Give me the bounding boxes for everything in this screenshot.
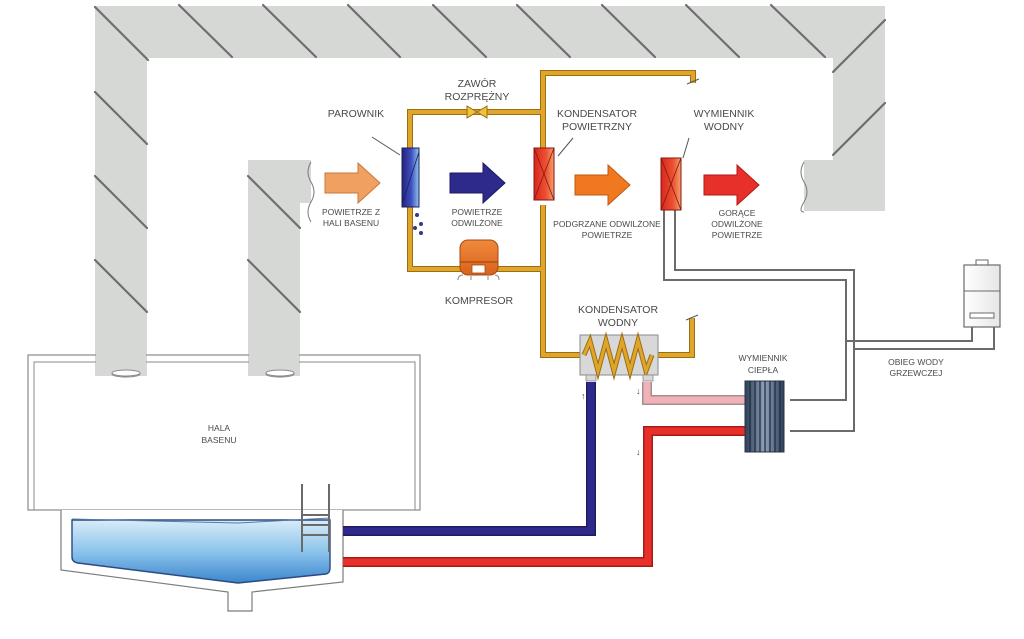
- evaporator-diagonal: [401, 151, 420, 205]
- pool-basin: [60, 484, 344, 612]
- heating-loop-label-line2: GRZEWCZEJ: [890, 368, 943, 378]
- duct-into-hall: [96, 340, 146, 372]
- hot-water-pipe: [343, 427, 748, 566]
- intake-air-label-line2: HALI BASENU: [323, 218, 379, 228]
- condenser-cross: [533, 147, 555, 201]
- water-exchanger-label-line1: WYMIENNIK: [694, 108, 755, 120]
- water-condenser-label-line2: WODNY: [598, 317, 638, 329]
- arrow-hot-air: [703, 163, 760, 207]
- duct-opening: [111, 369, 141, 377]
- heating-water-loop: OBIEG WODY GRZEWCZEJ: [663, 210, 1001, 432]
- top-duct: [95, 6, 885, 58]
- warmed-air-label-line2: POWIETRZE: [582, 230, 633, 240]
- air-condenser: [533, 137, 574, 201]
- arrow-dehumidified-air: [449, 161, 506, 205]
- hall-label-line1: HALA: [208, 423, 231, 433]
- dehumidified-air-label-line1: POWIETRZE: [452, 207, 503, 217]
- flow-up-arrow: ↑: [581, 391, 586, 401]
- dehumidified-air-label-line2: ODWILŻONE: [451, 218, 503, 228]
- heat-exchanger-label-line1: WYMIENNIK: [738, 353, 787, 363]
- water-air-exchanger: [660, 137, 690, 211]
- heating-pipe: [674, 210, 855, 432]
- expansion-valve-label-line1: ZAWÓR: [458, 77, 497, 90]
- evaporator: [371, 136, 423, 235]
- duct-opening: [265, 369, 295, 377]
- cold-water-pipe: [343, 382, 595, 535]
- duct-hatching: [93, 3, 887, 314]
- warm-water-pipe: [643, 382, 748, 404]
- pool-ladder-icon: [301, 484, 330, 552]
- condenser-coil: [582, 335, 654, 377]
- air-duct-system: [93, 3, 887, 378]
- airflow-arrows: [324, 161, 760, 207]
- inner-intake-duct-stub: [248, 160, 311, 203]
- compressor-icon: [457, 239, 500, 281]
- water-condenser: [579, 331, 659, 382]
- hot-air-label-line3: POWIETRZE: [712, 230, 763, 240]
- hall-label-line2: BASENU: [202, 435, 237, 445]
- diagram-labels: PAROWNIK ZAWÓR ROZPRĘŻNY KONDENSATOR POW…: [322, 77, 763, 329]
- arrow-intake-air: [324, 161, 381, 205]
- heat-exchanger: WYMIENNIK CIEPŁA: [738, 353, 788, 453]
- cold-water-pipe-edge: [343, 382, 596, 536]
- pipe-cut-mark: [686, 78, 700, 85]
- compressor-label: KOMPRESOR: [445, 295, 514, 307]
- water-surface: [71, 517, 331, 524]
- flow-down-arrow: ↓: [636, 447, 641, 457]
- boiler-icon: [963, 259, 1001, 328]
- leader-line: [682, 137, 690, 159]
- heat-exchanger-plates: [749, 381, 781, 452]
- coil-port: [642, 374, 654, 382]
- refrigerant-pipe: [541, 71, 695, 112]
- hot-air-label-line1: GORĄCE: [719, 208, 756, 218]
- hot-air-label-line2: ODWILŻONE: [711, 219, 763, 229]
- leader-line: [371, 136, 401, 156]
- boiler-pipe: [854, 326, 995, 350]
- water-condenser-label-line1: KONDENSATOR: [578, 304, 659, 316]
- right-outlet-stub: [804, 160, 885, 211]
- air-condenser-label-line1: KONDENSATOR: [557, 108, 638, 120]
- arrow-warmed-air: [574, 163, 631, 207]
- heating-pipe: [663, 210, 847, 401]
- heat-exchanger-label-line2: CIEPŁA: [748, 365, 779, 375]
- leader-line: [557, 137, 574, 157]
- left-return-duct: [95, 6, 147, 376]
- boiler-pipe: [846, 326, 973, 342]
- pool-water: [71, 519, 331, 584]
- condensate-drops-icon: [413, 213, 423, 235]
- duct-break-mark: [800, 161, 808, 213]
- expansion-valve-label-line2: ROZPRĘŻNY: [445, 90, 510, 103]
- water-exchanger-label-line2: WODNY: [704, 121, 744, 133]
- flow-down-arrow: ↓: [636, 386, 641, 396]
- exchanger-cross: [660, 157, 682, 211]
- refrigerant-circuit: [407, 70, 700, 358]
- duct-break-mark: [307, 161, 315, 223]
- coil-port: [585, 374, 597, 382]
- evaporator-label: PAROWNIK: [328, 108, 384, 120]
- air-condenser-label-line2: POWIETRZNY: [562, 121, 632, 133]
- heating-loop-label-line1: OBIEG WODY: [888, 357, 944, 367]
- expansion-valve-icon: [466, 105, 488, 119]
- pool-hall: HALA BASENU: [27, 340, 421, 511]
- pipe-cut-mark: [685, 314, 699, 321]
- pool-water-pipes: ↑ ↓ ↓: [343, 382, 748, 567]
- duct-into-hall: [249, 340, 299, 372]
- refrigerant-pipe: [655, 318, 694, 357]
- intake-air-label-line1: POWIETRZE Z: [322, 207, 380, 217]
- refrigerant-pipe: [408, 110, 545, 148]
- hot-water-pipe-edge: [343, 426, 748, 567]
- warmed-air-label-line1: PODGRZANE ODWILŻONE: [553, 219, 661, 229]
